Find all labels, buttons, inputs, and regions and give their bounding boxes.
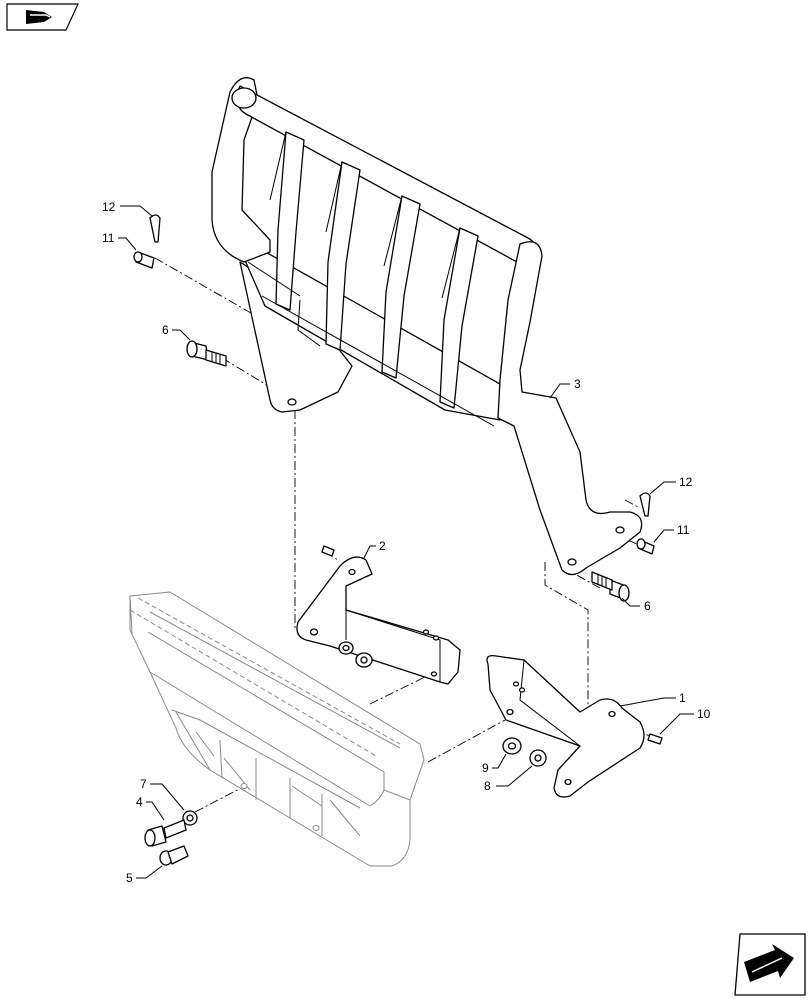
callout-6-right: 6 xyxy=(644,599,651,613)
right-bracket xyxy=(486,655,645,798)
callout-11-right: 11 xyxy=(677,523,690,537)
clevis-pin-11-left xyxy=(133,251,155,269)
bolt-5 xyxy=(159,845,189,866)
callout-6-left: 6 xyxy=(162,323,169,337)
front-guard-frame xyxy=(211,77,643,576)
bolt-4 xyxy=(144,819,187,847)
callout-leaders xyxy=(118,205,694,879)
hair-pin-12-right xyxy=(639,492,651,517)
hair-pin-12-left xyxy=(149,214,161,243)
fasteners xyxy=(133,214,663,866)
callout-7: 7 xyxy=(140,777,147,791)
callout-3: 3 xyxy=(574,377,581,391)
callout-labels: 12 11 6 3 12 11 2 6 1 10 7 4 5 9 8 xyxy=(102,200,711,885)
screw-10-left xyxy=(321,545,335,557)
nut-left xyxy=(355,652,373,668)
washer-left xyxy=(338,641,354,655)
callout-10: 10 xyxy=(697,707,711,721)
bolt-6-left xyxy=(186,340,227,367)
counterweight xyxy=(129,591,425,867)
previous-section-icon[interactable] xyxy=(6,3,79,31)
washer-8 xyxy=(529,749,547,767)
washer-7 xyxy=(182,810,198,826)
callout-11-left: 11 xyxy=(102,231,115,245)
callout-4: 4 xyxy=(136,795,143,809)
callout-1: 1 xyxy=(679,691,686,705)
callout-5: 5 xyxy=(126,871,133,885)
clevis-pin-11-right xyxy=(636,538,655,555)
bolt-6-right xyxy=(591,571,630,602)
callout-2: 2 xyxy=(379,539,386,553)
next-section-icon[interactable] xyxy=(734,933,806,996)
left-bracket xyxy=(296,556,461,685)
callout-12-left: 12 xyxy=(102,200,116,214)
callout-9: 9 xyxy=(482,761,489,775)
nut-9 xyxy=(502,737,522,755)
callout-12-right: 12 xyxy=(679,475,693,489)
callout-8: 8 xyxy=(484,779,491,793)
screw-10-right xyxy=(647,733,663,745)
